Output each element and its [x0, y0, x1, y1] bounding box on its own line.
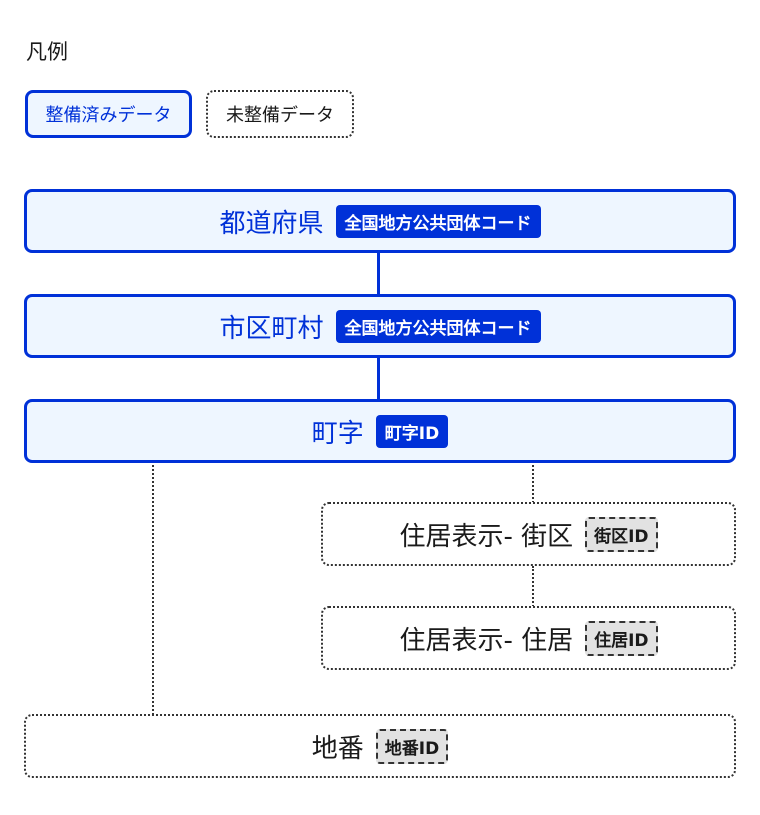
legend-maintained: 整備済みデータ [25, 90, 192, 138]
node-label: 地番 [311, 733, 364, 764]
node-label: 住居表示- 住居 [399, 625, 574, 656]
node-badge: 地番ID [375, 728, 449, 764]
node-badge: 住居ID [585, 620, 658, 656]
connector-town-lot [152, 461, 154, 715]
node-label: 住居表示- 街区 [399, 521, 574, 552]
node-prefecture: 都道府県 全国地方公共団体コード [24, 189, 736, 253]
connector-pref-city [377, 251, 380, 296]
node-badge: 街区ID [585, 516, 658, 552]
connector-city-town [377, 356, 380, 401]
node-badge: 町字ID [375, 414, 449, 448]
node-badge: 全国地方公共団体コード [335, 309, 541, 343]
node-label: 市区町村 [219, 313, 324, 344]
node-town: 町字 町字ID [24, 399, 736, 463]
legend-unmaintained: 未整備データ [206, 90, 354, 138]
node-lot: 地番 地番ID [24, 714, 736, 778]
legend-title: 凡例 [26, 40, 68, 64]
node-block: 住居表示- 街区 街区ID [321, 502, 736, 566]
node-residence: 住居表示- 住居 住居ID [321, 606, 736, 670]
connector-town-block [532, 461, 534, 503]
node-municipality: 市区町村 全国地方公共団体コード [24, 294, 736, 358]
node-badge: 全国地方公共団体コード [335, 204, 541, 238]
connector-block-residence [532, 566, 534, 607]
node-label: 都道府県 [219, 208, 324, 239]
node-label: 町字 [311, 418, 364, 449]
